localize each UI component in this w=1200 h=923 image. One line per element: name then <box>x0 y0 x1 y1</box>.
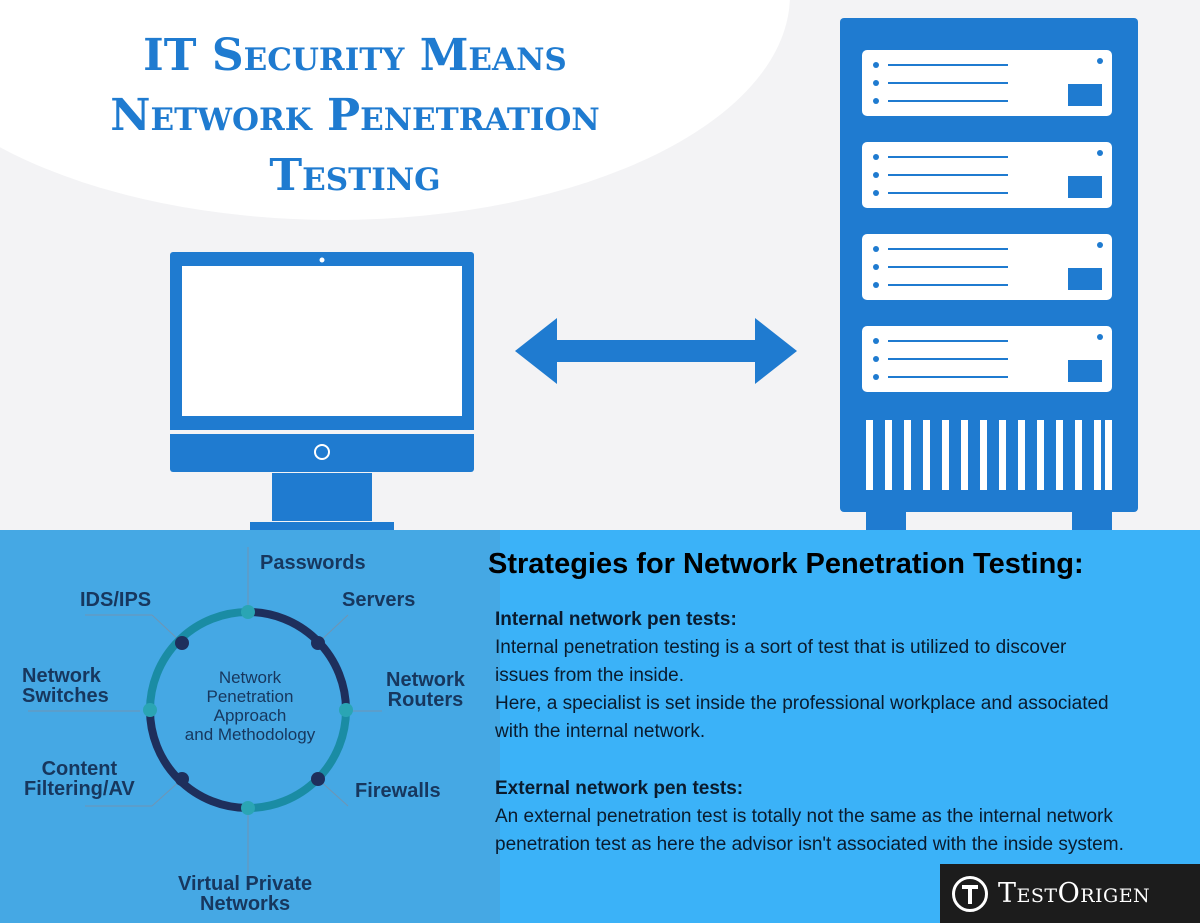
node-firewalls: Firewalls <box>355 780 441 802</box>
content-line-2: Filtering/AV <box>24 778 135 800</box>
node-content-filtering: Content Filtering/AV <box>24 759 135 799</box>
switches-line-1: Network <box>22 665 101 687</box>
switches-line-2: Switches <box>22 685 109 707</box>
internal-heading: Internal network pen tests: <box>495 609 737 630</box>
vpn-line-2: Networks <box>200 893 291 915</box>
external-heading: External network pen tests: <box>495 778 744 799</box>
node-passwords: Passwords <box>260 552 366 574</box>
title-line-3: Testing <box>269 150 441 201</box>
diagram-center-label: Network Penetration Approach and Methodo… <box>160 668 340 744</box>
double-arrow-icon <box>515 318 797 384</box>
center-line-1: Network <box>218 668 282 687</box>
internal-line-4: with the internal network. <box>495 721 706 742</box>
node-ids-ips: IDS/IPS <box>80 589 152 611</box>
node-servers: Servers <box>342 589 416 611</box>
page-title: IT Security Means Network Penetration Te… <box>60 26 650 206</box>
desktop-computer-icon <box>170 252 474 530</box>
internal-line-2: issues from the inside. <box>495 665 685 686</box>
center-line-2: Penetration <box>206 687 294 706</box>
server-rack-icon <box>840 18 1138 530</box>
routers-line-2: Routers <box>387 689 464 711</box>
node-network-switches: Network Switches <box>22 666 109 706</box>
internal-section: Internal network pen tests: Internal pen… <box>495 606 1185 746</box>
testorigen-logo: TestOrigen <box>940 864 1200 923</box>
center-line-3: Approach <box>213 706 287 725</box>
title-line-2: Network Penetration <box>110 90 600 141</box>
node-network-routers: Network Routers <box>386 670 465 710</box>
vpn-line-1: Virtual Private <box>178 873 313 895</box>
node-vpn: Virtual Private Networks <box>178 874 312 914</box>
content-line-1: Content <box>41 758 118 780</box>
external-line-2: penetration test as here the advisor isn… <box>495 834 1124 855</box>
strategies-heading: Strategies for Network Penetration Testi… <box>488 548 1084 580</box>
diagram-panel <box>0 530 500 923</box>
logo-t-icon <box>952 875 988 912</box>
internal-line-1: Internal penetration testing is a sort o… <box>495 637 1067 658</box>
logo-text: TestOrigen <box>998 878 1151 909</box>
external-section: External network pen tests: An external … <box>495 775 1185 859</box>
external-line-1: An external penetration test is totally … <box>495 806 1113 827</box>
title-line-1: IT Security Means <box>143 30 567 81</box>
internal-line-3: Here, a specialist is set inside the pro… <box>495 693 1109 714</box>
methodology-ring <box>28 547 382 875</box>
routers-line-1: Network <box>386 669 465 691</box>
center-line-4: and Methodology <box>184 725 316 744</box>
